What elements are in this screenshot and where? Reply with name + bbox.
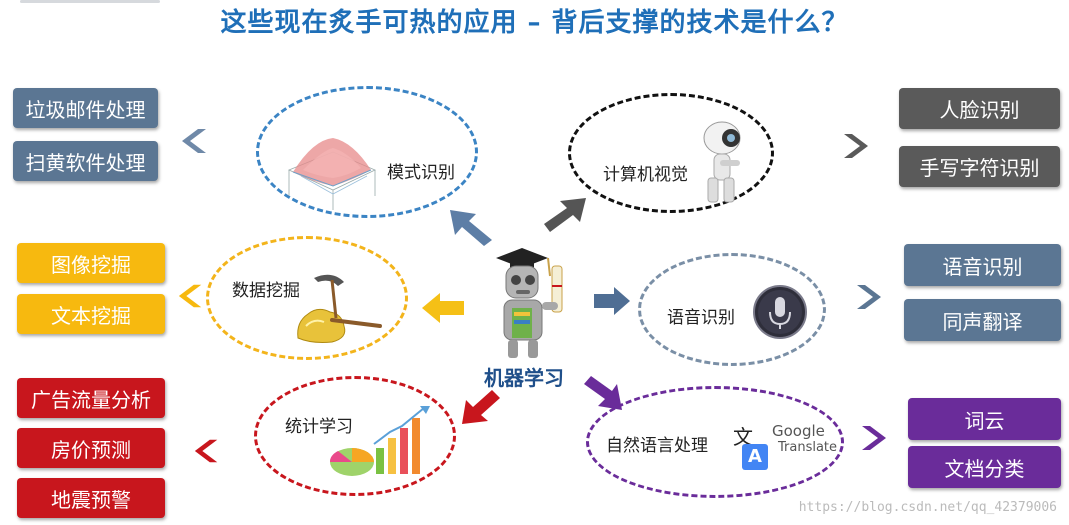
chevron-right-icon [862, 426, 886, 450]
arrow-to-pattern-icon [450, 210, 492, 246]
google-wordmark: Google [772, 422, 825, 440]
center-label-machine-learning: 机器学习 [484, 366, 564, 390]
ellipse-nlp [586, 386, 844, 498]
graduate-robot-illustration [496, 248, 563, 358]
node-label-statistical-learning: 统计学习 [285, 417, 353, 437]
chevron-right-icon [844, 134, 868, 158]
chevron-left-icon [178, 284, 202, 308]
microphone-icon [753, 285, 807, 339]
node-label-data-mining: 数据挖掘 [232, 281, 300, 301]
bar-chart-illustration [329, 406, 430, 476]
page-title: 这些现在炙手可热的应用 – 背后支撑的技术是什么？ [220, 8, 849, 38]
ellipse-data-mining [206, 236, 408, 360]
node-label-speech-recognition: 语音识别 [667, 308, 735, 328]
box-handwriting-recognition: 手写字符识别 [899, 146, 1060, 187]
translate-wordmark: Translate [778, 440, 838, 455]
node-label-nlp: 自然语言处理 [606, 436, 708, 456]
chevron-right-icon [857, 285, 881, 309]
robot-camera-illustration [703, 121, 741, 203]
translate-a-icon: A [742, 444, 768, 470]
ellipse-pattern-recognition [256, 86, 478, 218]
watermark-url: https://blog.csdn.net/qq_42379006 [798, 500, 1057, 515]
ellipse-computer-vision [568, 93, 774, 213]
arrow-to-vision-icon [544, 198, 586, 232]
ellipse-statistical-learning [254, 376, 456, 496]
surface-plot-illustration [287, 138, 376, 210]
box-earthquake-warning: 地震预警 [17, 478, 165, 518]
node-label-pattern-recognition: 模式识别 [387, 163, 455, 183]
box-word-cloud: 词云 [908, 398, 1061, 440]
box-speech-recognition: 语音识别 [904, 244, 1061, 286]
translate-glyph-icon: 文 [733, 425, 753, 449]
box-face-recognition: 人脸识别 [899, 88, 1060, 129]
google-translate-logo: 文 A Google Translate [730, 420, 842, 482]
arrow-to-stats-icon [462, 390, 500, 424]
arrow-to-nlp-icon [584, 376, 622, 410]
box-porn-filtering: 扫黄软件处理 [13, 141, 158, 181]
arrow-to-mining-icon [422, 293, 464, 323]
chevron-left-icon [182, 129, 206, 153]
arrow-to-speech-icon [594, 287, 630, 315]
ellipse-speech-recognition [638, 253, 826, 366]
box-document-classification: 文档分类 [908, 446, 1061, 488]
top-decoration-bar [20, 0, 160, 3]
box-ad-traffic-analysis: 广告流量分析 [17, 378, 165, 418]
box-house-price-prediction: 房价预测 [17, 428, 165, 468]
box-spam-filtering: 垃圾邮件处理 [13, 88, 158, 128]
node-label-computer-vision: 计算机视觉 [603, 165, 688, 185]
box-simultaneous-translation: 同声翻译 [904, 299, 1061, 341]
gold-pickaxe-illustration [297, 274, 382, 343]
box-text-mining: 文本挖掘 [17, 294, 165, 334]
box-image-mining: 图像挖掘 [17, 243, 165, 283]
chevron-left-icon [194, 439, 218, 463]
